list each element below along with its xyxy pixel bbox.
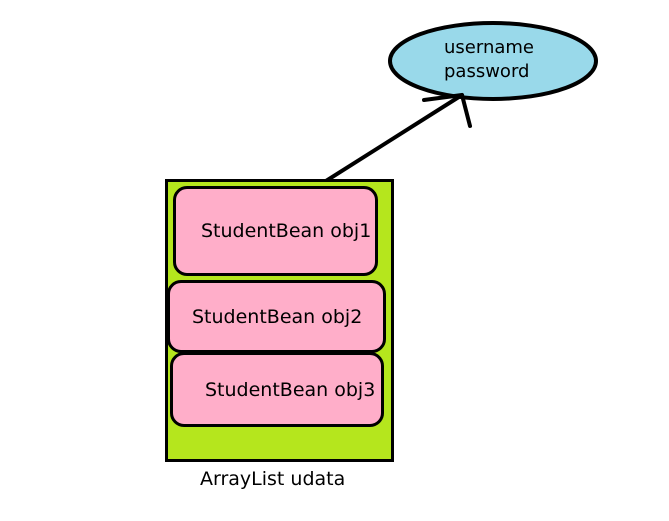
student-bean-obj3: StudentBean obj3 (170, 352, 384, 427)
student-bean-obj2: StudentBean obj2 (167, 280, 386, 353)
student-bean-obj2-label: StudentBean obj2 (192, 305, 363, 328)
student-bean-obj3-label: StudentBean obj3 (205, 378, 376, 401)
student-bean-obj1-label: StudentBean obj1 (201, 220, 372, 242)
student-bean-obj1: StudentBean obj1 (173, 186, 378, 276)
ellipse-text: username password (444, 36, 534, 84)
ellipse-line-username: username (444, 37, 534, 58)
ellipse-line-password: password (444, 61, 530, 82)
reference-arrow-head (422, 93, 472, 128)
arraylist-label: ArrayList udata (200, 468, 346, 490)
user-details-ellipse (388, 21, 598, 101)
reference-arrow-line (316, 93, 464, 188)
